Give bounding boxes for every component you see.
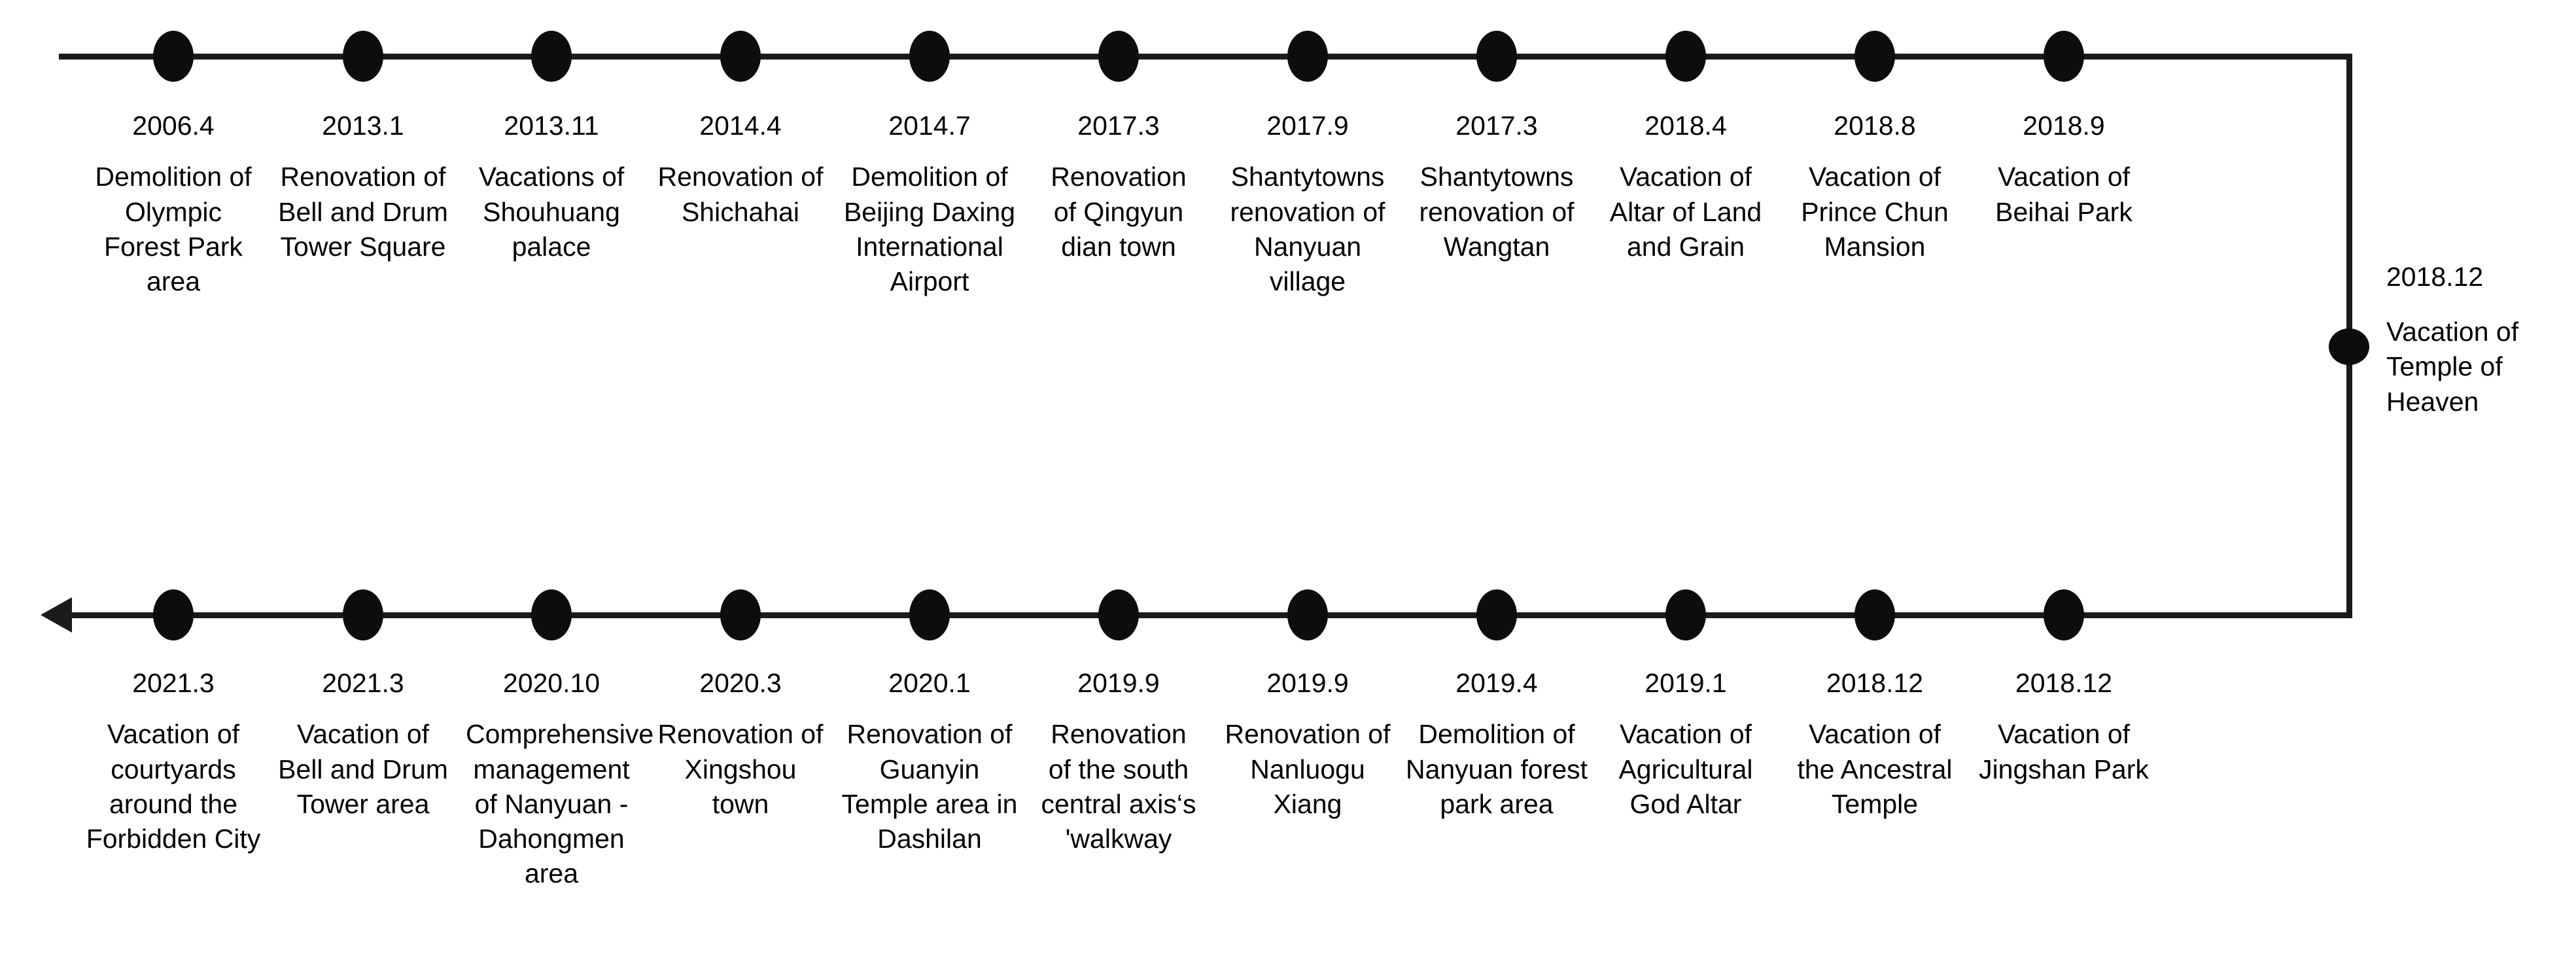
timeline-node-dot[interactable]	[720, 589, 761, 640]
node-description: Comprehensive management of Nanyuan - Da…	[466, 719, 654, 889]
timeline-node-dot[interactable]	[2044, 589, 2084, 640]
node-description: Renovation of Nanluogu Xiang	[1225, 719, 1391, 819]
timeline-arrow-icon	[41, 597, 72, 633]
node-description: Renovation of Xingshou town	[657, 719, 824, 819]
timeline-node-dot[interactable]	[343, 589, 383, 640]
timeline-node-dot[interactable]	[1098, 589, 1139, 640]
timeline-rail-top	[59, 54, 2352, 60]
node-description: Vacation of the Ancestral Temple	[1797, 719, 1953, 819]
node-description: Renovation of Qingyun dian town	[1051, 162, 1187, 262]
node-date: 2013.11	[504, 111, 599, 141]
node-date: 2021.3	[322, 668, 404, 698]
node-date: 2020.3	[699, 668, 782, 698]
node-date: 2014.7	[888, 111, 971, 141]
node-date: 2019.1	[1645, 668, 1727, 698]
node-description: Vacation of Prince Chun Mansion	[1801, 162, 1949, 262]
timeline-node-side: 2018.12 Vacation of Temple of Heaven	[2386, 262, 2569, 419]
timeline-node-dot[interactable]	[2044, 31, 2084, 82]
node-description: Vacation of courtyards around the Forbid…	[86, 719, 261, 854]
node-description: Renovation of the south central axis‘s '…	[1041, 719, 1196, 854]
timeline-node-dot[interactable]	[153, 589, 194, 640]
node-date: 2021.3	[132, 668, 215, 698]
timeline-node-dot[interactable]	[153, 31, 194, 82]
timeline-node-dot[interactable]	[1665, 31, 1706, 82]
node-description: Demolition of Beijing Daxing Internation…	[843, 162, 1016, 297]
node-date: 2017.3	[1455, 111, 1538, 141]
timeline-node-dot[interactable]	[1476, 589, 1517, 640]
node-date: 2019.9	[1077, 668, 1160, 698]
node-date: 2019.9	[1266, 668, 1349, 698]
timeline-node-dot[interactable]	[1287, 589, 1328, 640]
node-date: 2018.12	[2386, 262, 2484, 292]
timeline-node-dot[interactable]	[909, 589, 950, 640]
node-description: Vacation of Beihai Park	[1995, 162, 2132, 227]
node-description: Renovation of Bell and Drum Tower Square	[278, 162, 448, 262]
node-date: 2018.8	[1834, 111, 1916, 141]
node-description: Vacation of Altar of Land and Grain	[1609, 162, 1762, 262]
node-date: 2020.10	[502, 668, 600, 698]
timeline-node-dot[interactable]	[1287, 31, 1328, 82]
node-description: Demolition of Olympic Forest Park area	[95, 162, 252, 297]
timeline-node-dot[interactable]	[1098, 31, 1139, 82]
node-description: Renovation of Guanyin Temple area in Das…	[841, 719, 1018, 854]
node-description: Vacations of Shouhuang palace	[478, 162, 625, 262]
node-date: 2017.3	[1077, 111, 1160, 141]
timeline-node-dot[interactable]	[343, 31, 383, 82]
node-date: 2019.4	[1455, 668, 1538, 698]
node-date: 2018.4	[1645, 111, 1727, 141]
timeline-node-dot[interactable]	[909, 31, 950, 82]
node-date: 2006.4	[132, 111, 215, 141]
timeline-node-dot-side[interactable]	[2329, 328, 2369, 365]
node-date: 2020.1	[888, 668, 971, 698]
timeline-node-dot[interactable]	[1476, 31, 1517, 82]
node-date: 2017.9	[1266, 111, 1349, 141]
node-description: Shantytowns renovation of Wangtan	[1419, 162, 1575, 262]
node-description: Renovation of Shichahai	[657, 162, 824, 227]
node-description: Vacation of Bell and Drum Tower area	[278, 719, 448, 819]
node-description: Vacation of Agricultural God Altar	[1618, 719, 1753, 819]
node-date: 2013.1	[322, 111, 404, 141]
timeline-node-dot[interactable]	[1854, 31, 1895, 82]
timeline-node-dot[interactable]	[720, 31, 761, 82]
node-date: 2018.9	[2023, 111, 2105, 141]
timeline-node-dot[interactable]	[1854, 589, 1895, 640]
node-date: 2018.12	[2015, 668, 2113, 698]
timeline-node-dot[interactable]	[531, 589, 572, 640]
timeline-node-dot[interactable]	[531, 31, 572, 82]
node-date: 2018.12	[1826, 668, 1924, 698]
node-description: Shantytowns renovation of Nanyuan villag…	[1230, 162, 1385, 297]
node-description: Vacation of Jingshan Park	[1979, 719, 2149, 784]
timeline-node-dot[interactable]	[1665, 589, 1706, 640]
node-date: 2014.4	[699, 111, 782, 141]
node-description: Demolition of Nanyuan forest park area	[1405, 719, 1588, 819]
timeline-rail-bottom	[59, 612, 2352, 618]
node-description: Vacation of Temple of Heaven	[2386, 317, 2519, 417]
